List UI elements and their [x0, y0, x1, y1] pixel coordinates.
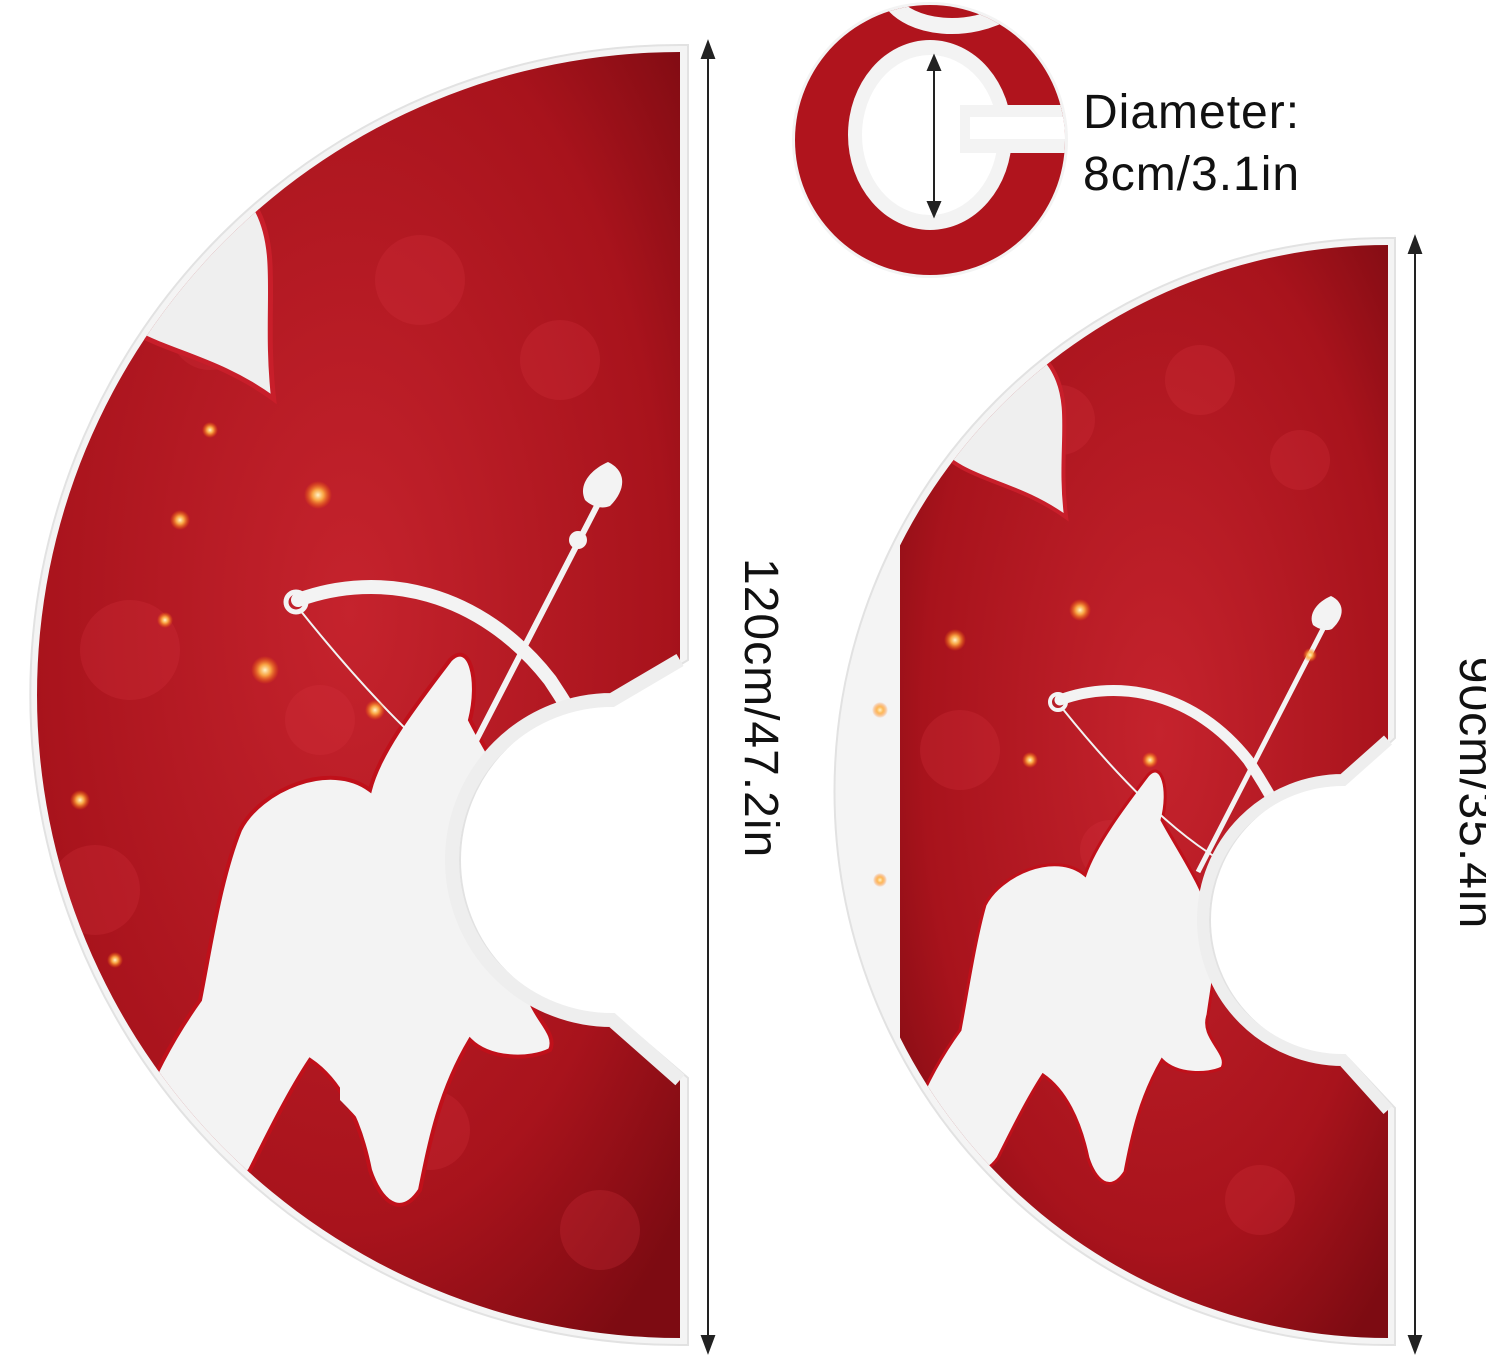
arrow-icon	[427, 462, 623, 832]
large-skirt-dimension-label: 120cm/47.2in	[734, 558, 787, 859]
center-hole-detail	[792, 2, 1068, 278]
diameter-label: Diameter: 8cm/3.1in	[1083, 82, 1300, 206]
small-skirt	[833, 237, 1396, 1346]
sparkle-icon	[70, 422, 385, 968]
large-skirt	[29, 44, 689, 1346]
sparkle-icon	[872, 599, 1158, 887]
diameter-label-line2: 8cm/3.1in	[1083, 148, 1301, 201]
dimension-arrow-diameter	[926, 53, 942, 219]
arrow-icon	[1195, 596, 1342, 874]
dimension-arrow-small	[1407, 234, 1423, 1355]
dimension-arrow-large	[700, 39, 716, 1355]
diameter-label-line1: Diameter:	[1083, 86, 1301, 139]
small-skirt-dimension-label: 90cm/35.4in	[1449, 656, 1486, 930]
